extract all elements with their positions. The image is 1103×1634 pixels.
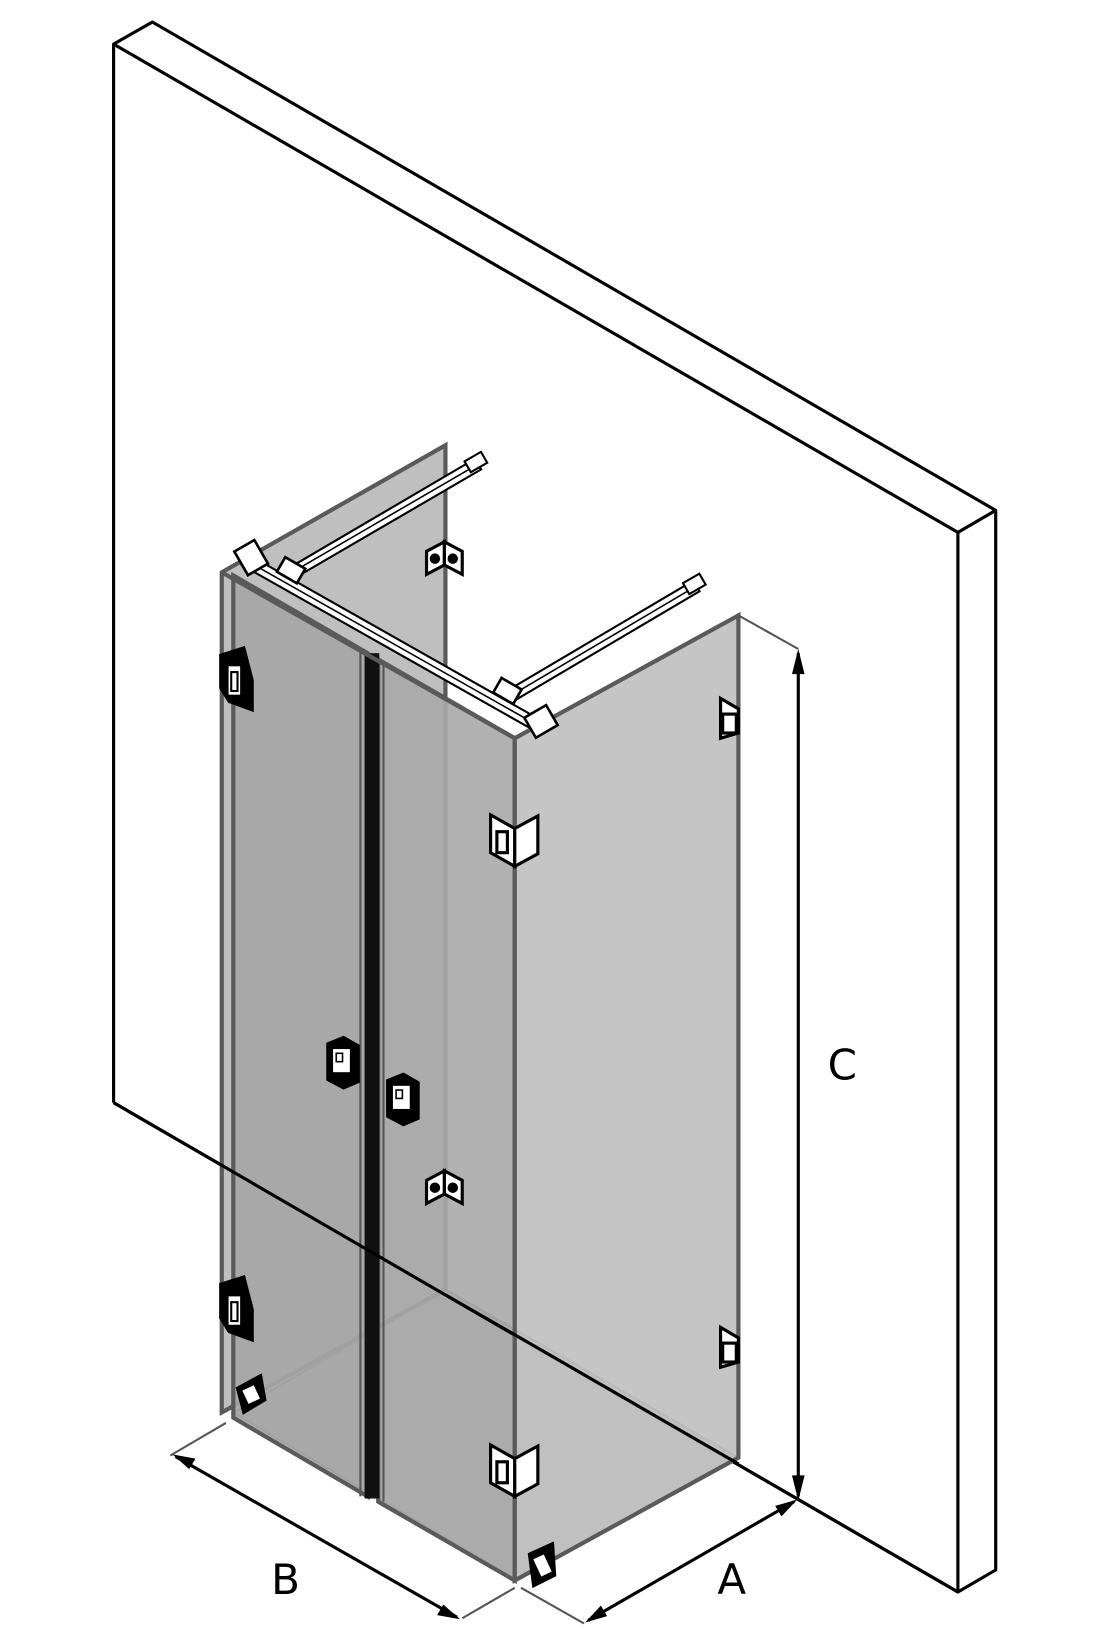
side-glass-panel xyxy=(512,611,741,1584)
dimension-a-label: A xyxy=(717,1555,746,1604)
dimension-c-label: C xyxy=(828,1041,857,1090)
door-hinge-bottom-right xyxy=(489,1442,540,1500)
bar-wall-connector xyxy=(232,538,270,578)
dimension-b-arrow xyxy=(172,1454,461,1620)
glass-clamp-bottom-right xyxy=(718,1324,740,1370)
bar-t-connector-front xyxy=(491,676,524,706)
dimension-c-arrow xyxy=(791,648,805,1501)
floor-clamp-right xyxy=(527,1541,557,1589)
bar-corner-connector xyxy=(522,703,560,740)
door-hinge-bottom-left xyxy=(219,1274,254,1343)
front-left-door-panel xyxy=(231,571,370,1501)
wall-bottom-edge-through-glass xyxy=(513,1333,740,1466)
dimension-b-label: B xyxy=(271,1555,300,1604)
wall-clamp-top xyxy=(424,539,464,578)
dimension-extension-lines xyxy=(169,614,799,1625)
dimension-a-arrow xyxy=(585,1499,798,1623)
bar-t-connector-back xyxy=(275,555,308,586)
door-knob-left xyxy=(326,1035,360,1090)
door-hinge-top-right xyxy=(489,812,540,870)
floor-clamp-left xyxy=(235,1373,267,1415)
door-knob-right xyxy=(386,1072,420,1127)
wall-clamp-bottom xyxy=(424,1168,464,1207)
door-seal xyxy=(364,653,380,1499)
glass-clamp-top-right xyxy=(718,695,740,741)
door-hinge-top-left xyxy=(219,645,254,713)
